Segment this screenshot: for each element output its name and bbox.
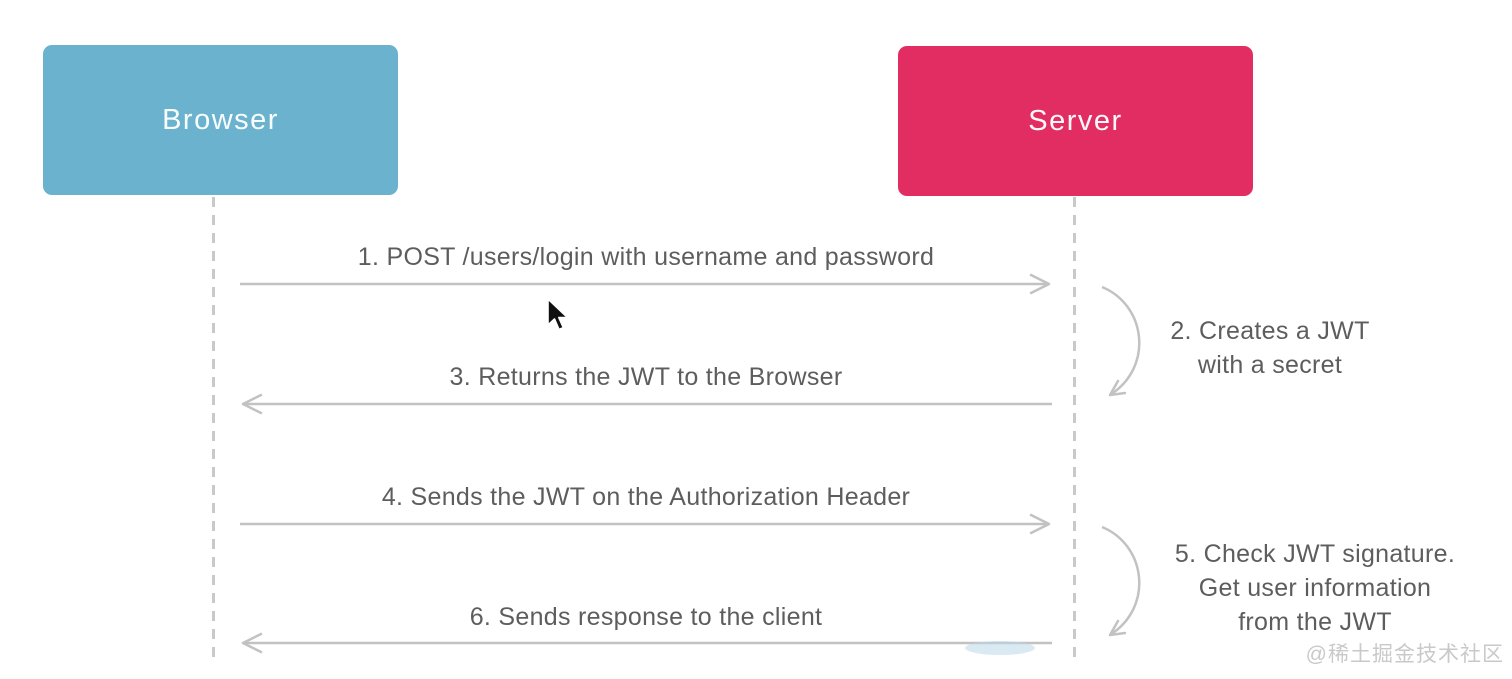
- server-action-5-line-2: Get user information: [1198, 574, 1432, 602]
- actor-browser-box: Browser: [43, 45, 398, 195]
- actor-server-box: Server: [898, 46, 1253, 196]
- server-action-5-line-3: from the JWT: [1238, 608, 1392, 636]
- server-action-5-line-1: 5. Check JWT signature.: [1174, 540, 1456, 568]
- server-action-2-line-2: with a secret: [1197, 351, 1343, 379]
- message-6-label: 6. Sends response to the client: [469, 603, 823, 631]
- message-4-label: 4. Sends the JWT on the Authorization He…: [381, 483, 911, 511]
- server-action-2-line-1: 2. Creates a JWT: [1170, 317, 1370, 345]
- highlight-smudge: [965, 641, 1035, 655]
- server-lifeline: [1073, 197, 1076, 662]
- server-action-2-note: 2. Creates a JWT with a secret: [1140, 314, 1400, 382]
- message-1-arrow-right-icon: [240, 273, 1051, 295]
- actor-browser-label: Browser: [162, 103, 279, 136]
- message-6-arrow-left-icon: [241, 632, 1052, 654]
- message-3-arrow-left-icon: [241, 393, 1052, 415]
- message-3-label: 3. Returns the JWT to the Browser: [449, 363, 843, 391]
- message-1-label: 1. POST /users/login with username and p…: [357, 243, 935, 271]
- watermark-text: @稀土掘金技术社区: [1305, 643, 1504, 666]
- server-self-loop-5-icon: [1101, 525, 1141, 637]
- browser-lifeline: [212, 197, 215, 658]
- message-4-arrow-right-icon: [240, 513, 1051, 535]
- server-self-loop-2-icon: [1101, 285, 1141, 397]
- mouse-pointer-icon: [547, 298, 569, 331]
- actor-server-label: Server: [1028, 104, 1123, 137]
- server-action-5-note: 5. Check JWT signature. Get user informa…: [1150, 537, 1480, 639]
